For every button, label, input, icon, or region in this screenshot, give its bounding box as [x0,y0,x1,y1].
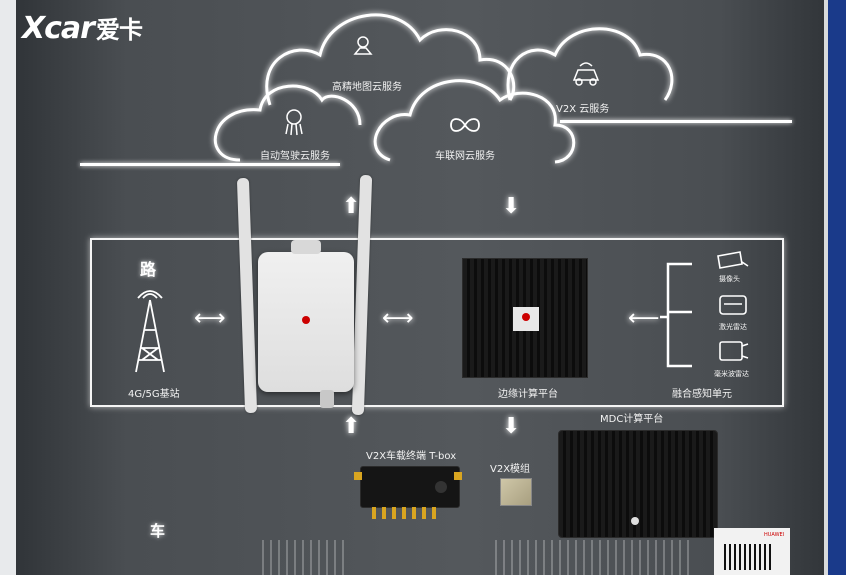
label-radar: 毫米波雷达 [714,370,749,378]
product-box: HUAWEI [714,528,790,575]
road-panel-frame [90,238,784,407]
right-blue-edge [828,0,846,575]
left-wall-edge [0,0,16,575]
label-edge-platform: 边缘计算平台 [498,389,558,400]
wireframe-decoration-left [262,540,348,575]
huawei-logo-icon [302,316,310,324]
cloud-baseline-left [80,163,340,166]
arrow-up-bottom: ⬆ [342,414,361,439]
v2x-module-chip [500,478,532,506]
octopus-icon [285,109,303,136]
vehicle-title: 车 [150,522,166,540]
label-mdc: MDC计算平台 [600,414,664,425]
tbox-side-connector-right [454,472,462,480]
tbox-device [360,466,460,508]
label-autonomous-cloud: 自动驾驶云服务 [260,151,330,162]
cloud-top [265,13,516,106]
label-fusion-unit: 融合感知单元 [672,389,732,400]
arrow-down-top: ⬇ [502,194,521,219]
road-title: 路 [140,260,157,279]
infinity-icon [450,118,480,132]
label-camera: 摄像头 [719,275,740,283]
label-base-station: 4G/5G基站 [128,389,180,400]
lidar-icon [719,295,747,315]
label-v2x-module: V2X模组 [490,464,531,475]
huawei-badge [513,307,539,331]
label-v2x-cloud: V2X 云服务 [556,104,610,115]
rsu-top-cap [291,240,321,254]
sensor-bracket [660,262,692,368]
label-iov-cloud: 车联网云服务 [435,151,495,162]
car-cloud-icon [572,62,600,86]
huawei-logo-icon [631,517,639,525]
cloud-right [506,27,674,101]
arrow-down-bottom: ⬇ [502,414,521,439]
product-box-pattern [724,544,774,570]
label-hd-map-cloud: 高精地图云服务 [332,82,402,93]
tbox-port [435,481,447,493]
xcar-logo: Xcar爱卡 [22,10,143,46]
rsu-connector [320,390,334,408]
right-wall-trim [824,0,828,575]
cloud-baseline-right [560,120,792,123]
radar-icon [719,341,749,361]
cloud-middle [373,79,576,164]
tbox-side-connector [354,472,362,480]
logo-cn: 爱卡 [95,16,143,44]
tower-icon [135,290,165,373]
cloud-outlines [213,13,674,164]
arrow-bidirectional-right: ⟷ [382,306,414,331]
tbox-connectors [372,507,436,519]
arrow-up-top: ⬆ [342,194,361,219]
edge-computing-box [462,258,588,378]
mdc-computing-box [558,430,718,538]
arrow-left-sensors: ⟵ [628,306,660,331]
rsu-device [258,252,354,392]
cloud-left [213,84,362,162]
product-box-brand: HUAWEI [764,532,785,538]
map-icon [353,36,373,55]
arrow-bidirectional-left: ⟷ [194,306,226,331]
camera-icon [717,251,749,269]
label-tbox: V2X车载终端 T-box [366,451,457,462]
logo-latin: Xcar [22,11,95,46]
label-lidar: 激光雷达 [719,323,747,331]
huawei-logo-icon [522,313,530,321]
wireframe-decoration-right [495,540,695,575]
